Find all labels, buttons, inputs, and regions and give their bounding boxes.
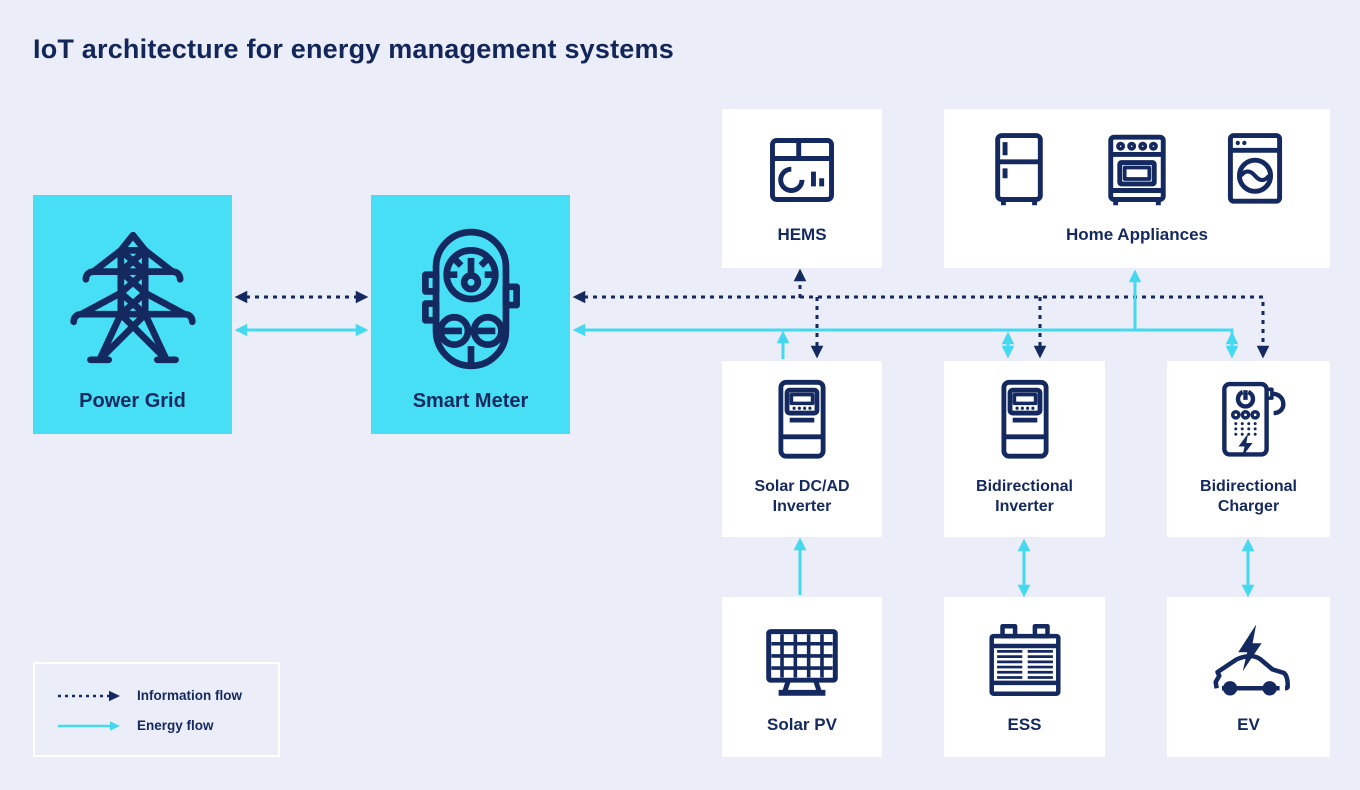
transmission-tower-icon (69, 231, 196, 364)
smart-meter-icon (421, 228, 520, 370)
ev-charger-icon (1221, 381, 1286, 458)
legend: Information flow Energy flow (33, 662, 280, 757)
node-label: EV (1237, 715, 1260, 734)
battery-icon (988, 623, 1061, 696)
energy-dashboard-icon (770, 138, 834, 202)
node-label: Solar PV (767, 715, 837, 734)
washing-machine-icon (1227, 133, 1283, 204)
node-ess: ESS (944, 597, 1105, 757)
node-label: Smart Meter (412, 390, 529, 412)
inverter-icon (1000, 379, 1049, 459)
node-solar-inverter: Solar DC/AD Inverter (722, 361, 882, 537)
stove-icon (1108, 134, 1166, 206)
electric-car-icon (1212, 624, 1290, 696)
node-label: HEMS (777, 225, 827, 244)
legend-information-flow: Information flow (55, 688, 260, 703)
node-solar-pv: Solar PV (722, 597, 882, 757)
node-label: Bidirectional Charger (1200, 478, 1297, 515)
information-flow-arrow-icon (58, 690, 120, 701)
node-label: Home Appliances (1065, 225, 1209, 244)
node-hems: HEMS (722, 109, 882, 268)
page-title: IoT architecture for energy management s… (33, 34, 674, 64)
node-label: Bidirectional Inverter (976, 478, 1073, 515)
legend-label: Information flow (137, 688, 242, 703)
node-home-appliances: Home Appliances (944, 109, 1330, 268)
node-label: Power Grid (79, 390, 186, 412)
node-bidirectional-inverter: Bidirectional Inverter (944, 361, 1105, 537)
inverter-icon (778, 379, 826, 459)
refrigerator-icon (995, 133, 1043, 206)
node-bidirectional-charger: Bidirectional Charger (1167, 361, 1330, 537)
node-label: ESS (1007, 715, 1042, 734)
appliance-icons (978, 129, 1296, 211)
node-ev: EV (1167, 597, 1330, 757)
legend-label: Energy flow (137, 718, 214, 733)
energy-flow-arrow-icon (58, 720, 120, 731)
node-smart-meter: Smart Meter (371, 195, 570, 434)
legend-energy-flow: Energy flow (55, 718, 260, 733)
node-label: Solar DC/AD Inverter (754, 478, 850, 515)
solar-panel-icon (766, 629, 838, 696)
node-power-grid: Power Grid (33, 195, 232, 434)
